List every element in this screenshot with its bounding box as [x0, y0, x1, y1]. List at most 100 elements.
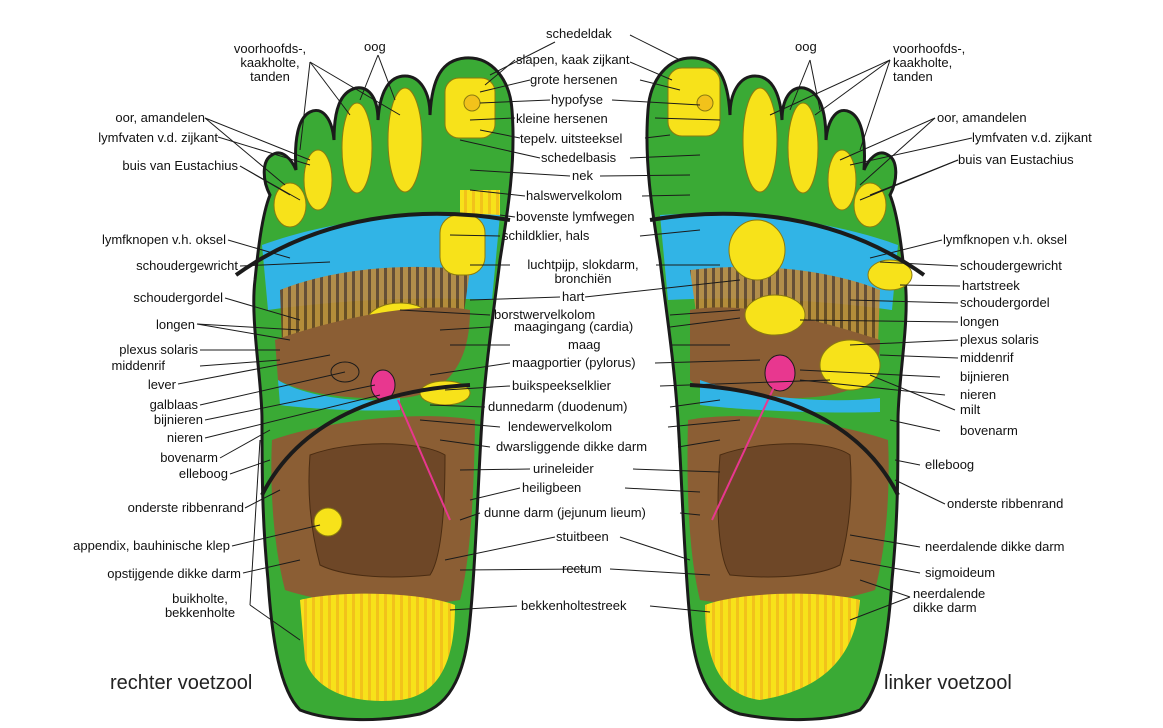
label-longen-left: longen — [155, 317, 195, 332]
right-liver — [275, 307, 470, 399]
label-maag: maag — [568, 337, 601, 352]
label-voorhoofds-right: voorhoofds-, kaakholte, tanden — [893, 41, 966, 84]
label-plexus-left: plexus solaris — [119, 342, 198, 357]
label-elleboog-left: elleboog — [178, 466, 228, 481]
label-maagportier: maagportier (pylorus) — [512, 355, 636, 370]
left-foot — [645, 56, 926, 722]
left-toe-3 — [787, 102, 819, 194]
label-hypofyse: hypofyse — [551, 92, 604, 107]
left-ureter — [711, 384, 776, 521]
left-shoulder-line — [649, 211, 926, 277]
label-eustachius-left: buis van Eustachius — [122, 158, 238, 173]
left-hypofyse-point — [696, 94, 714, 112]
right-foot — [234, 56, 515, 722]
label-ribbenrand-right: onderste ribbenrand — [947, 496, 1064, 511]
right-toe-3 — [341, 102, 373, 194]
label-stuitbeen: stuitbeen — [556, 529, 609, 544]
label-bovenste-lymfwegen: bovenste lymfwegen — [516, 209, 635, 224]
label-lendewervelkolom: lendewervelkolom — [508, 419, 613, 434]
label-lymfvaten-right: lymfvaten v.d. zijkant — [972, 130, 1092, 145]
label-halswervelkolom: halswervelkolom — [526, 188, 623, 203]
label-bijnieren-left: bijnieren — [153, 412, 203, 427]
label-oog-left: oog — [364, 39, 386, 54]
label-lymfvaten-left: lymfvaten v.d. zijkant — [98, 130, 218, 145]
right-gallbladder — [330, 361, 360, 383]
label-maagingang: maagingang (cardia) — [514, 319, 634, 334]
label-lymfknopen-right: lymfknopen v.h. oksel — [943, 232, 1068, 247]
label-buikholte: buikholte, bekkenholte — [164, 591, 236, 620]
right-rib-line — [260, 383, 471, 496]
label-dunne-darm-jejunum: dunne darm (jejunum lieum) — [484, 505, 646, 520]
right-appendix — [313, 507, 343, 537]
label-schedeldak: schedeldak — [546, 26, 612, 41]
label-voorhoofds-left: voorhoofds-, kaakholte, tanden — [233, 41, 307, 84]
left-kidney — [764, 354, 796, 392]
label-sigmoideum: sigmoideum — [925, 565, 996, 580]
left-toe-2 — [742, 87, 778, 193]
label-schoudergordel-left: schoudergordel — [133, 290, 223, 305]
label-bovenarm-right: bovenarm — [960, 423, 1018, 438]
label-tepelv: tepelv. uitsteeksel — [520, 131, 623, 146]
right-heel — [300, 593, 455, 701]
label-bovenarm-left: bovenarm — [160, 450, 218, 465]
label-elleboog-right: elleboog — [925, 457, 975, 472]
label-bijnieren-right: bijnieren — [960, 369, 1010, 384]
right-ureter — [397, 399, 451, 521]
label-neerdalende-2: neerdalende dikke darm — [913, 586, 986, 615]
label-neerdalende-1: neerdalende dikke darm — [925, 539, 1065, 554]
left-toe-5 — [853, 182, 887, 228]
label-luchtpijp: luchtpijp, slokdarm, bronchiën — [527, 257, 639, 286]
label-kleine-hersenen: kleine hersenen — [516, 111, 608, 126]
label-nek: nek — [572, 168, 593, 183]
right-toe-5 — [273, 182, 307, 228]
label-heiligbeen: heiligbeen — [522, 480, 582, 495]
label-milt: milt — [960, 402, 981, 417]
label-slapen: slapen, kaak zijkant — [516, 52, 630, 67]
label-bekkenholtestreek: bekkenholtestreek — [521, 598, 627, 613]
title-left-foot: linker voetzool — [884, 672, 1012, 694]
left-heel — [705, 593, 860, 700]
left-lower-blue — [700, 380, 880, 413]
label-opstijgende: opstijgende dikke darm — [107, 566, 241, 581]
label-oog-right: oog — [795, 39, 817, 54]
label-nieren-left: nieren — [166, 430, 203, 445]
label-dwarsliggende: dwarsliggende dikke darm — [496, 439, 648, 454]
label-hartstreek: hartstreek — [962, 278, 1020, 293]
left-small-intestine — [717, 443, 852, 578]
label-grote-hersenen: grote hersenen — [530, 72, 618, 87]
label-schedelbasis: schedelbasis — [541, 150, 617, 165]
right-shoulder-line — [234, 211, 511, 277]
left-toe-4 — [827, 149, 857, 211]
right-small-intestine — [308, 443, 446, 578]
right-throat-yellow — [439, 214, 486, 276]
label-buikspeeksel: buikspeekselklier — [512, 378, 611, 393]
label-schoudergewricht-right: schoudergewricht — [960, 258, 1062, 273]
label-schoudergordel-right: schoudergordel — [960, 295, 1050, 310]
label-middenrif-right: middenrif — [960, 350, 1014, 365]
left-heart-yellow — [728, 219, 786, 281]
right-toe-2 — [387, 87, 423, 193]
label-plexus-right: plexus solaris — [960, 332, 1039, 347]
right-hypofyse-point — [463, 94, 481, 112]
label-appendix: appendix, bauhinische klep — [73, 538, 230, 553]
label-schildklier: schildklier, hals — [502, 228, 590, 243]
label-hart: hart — [562, 289, 585, 304]
left-spleen-yellow — [819, 339, 881, 391]
label-rectum: rectum — [562, 561, 602, 576]
label-borstwervelkolom: borstwervelkolom — [494, 307, 596, 322]
label-oor-right: oor, amandelen — [937, 110, 1027, 125]
leader-lines — [177, 34, 973, 641]
label-urineleider: urineleider — [533, 461, 594, 476]
label-nieren-right: nieren — [960, 387, 997, 402]
label-eustachius-right: buis van Eustachius — [958, 152, 1074, 167]
label-schoudergewricht-left: schoudergewricht — [136, 258, 238, 273]
label-longen-right: longen — [960, 314, 1000, 329]
left-shoulder-yellow — [867, 259, 913, 291]
right-toe-4 — [303, 149, 333, 211]
title-right-foot: rechter voetzool — [110, 672, 253, 694]
label-lever: lever — [147, 377, 176, 392]
label-lymfknopen-left: lymfknopen v.h. oksel — [101, 232, 226, 247]
label-dunnedarm-duodenum: dunnedarm (duodenum) — [488, 399, 628, 414]
left-lung-yellow — [744, 294, 806, 336]
